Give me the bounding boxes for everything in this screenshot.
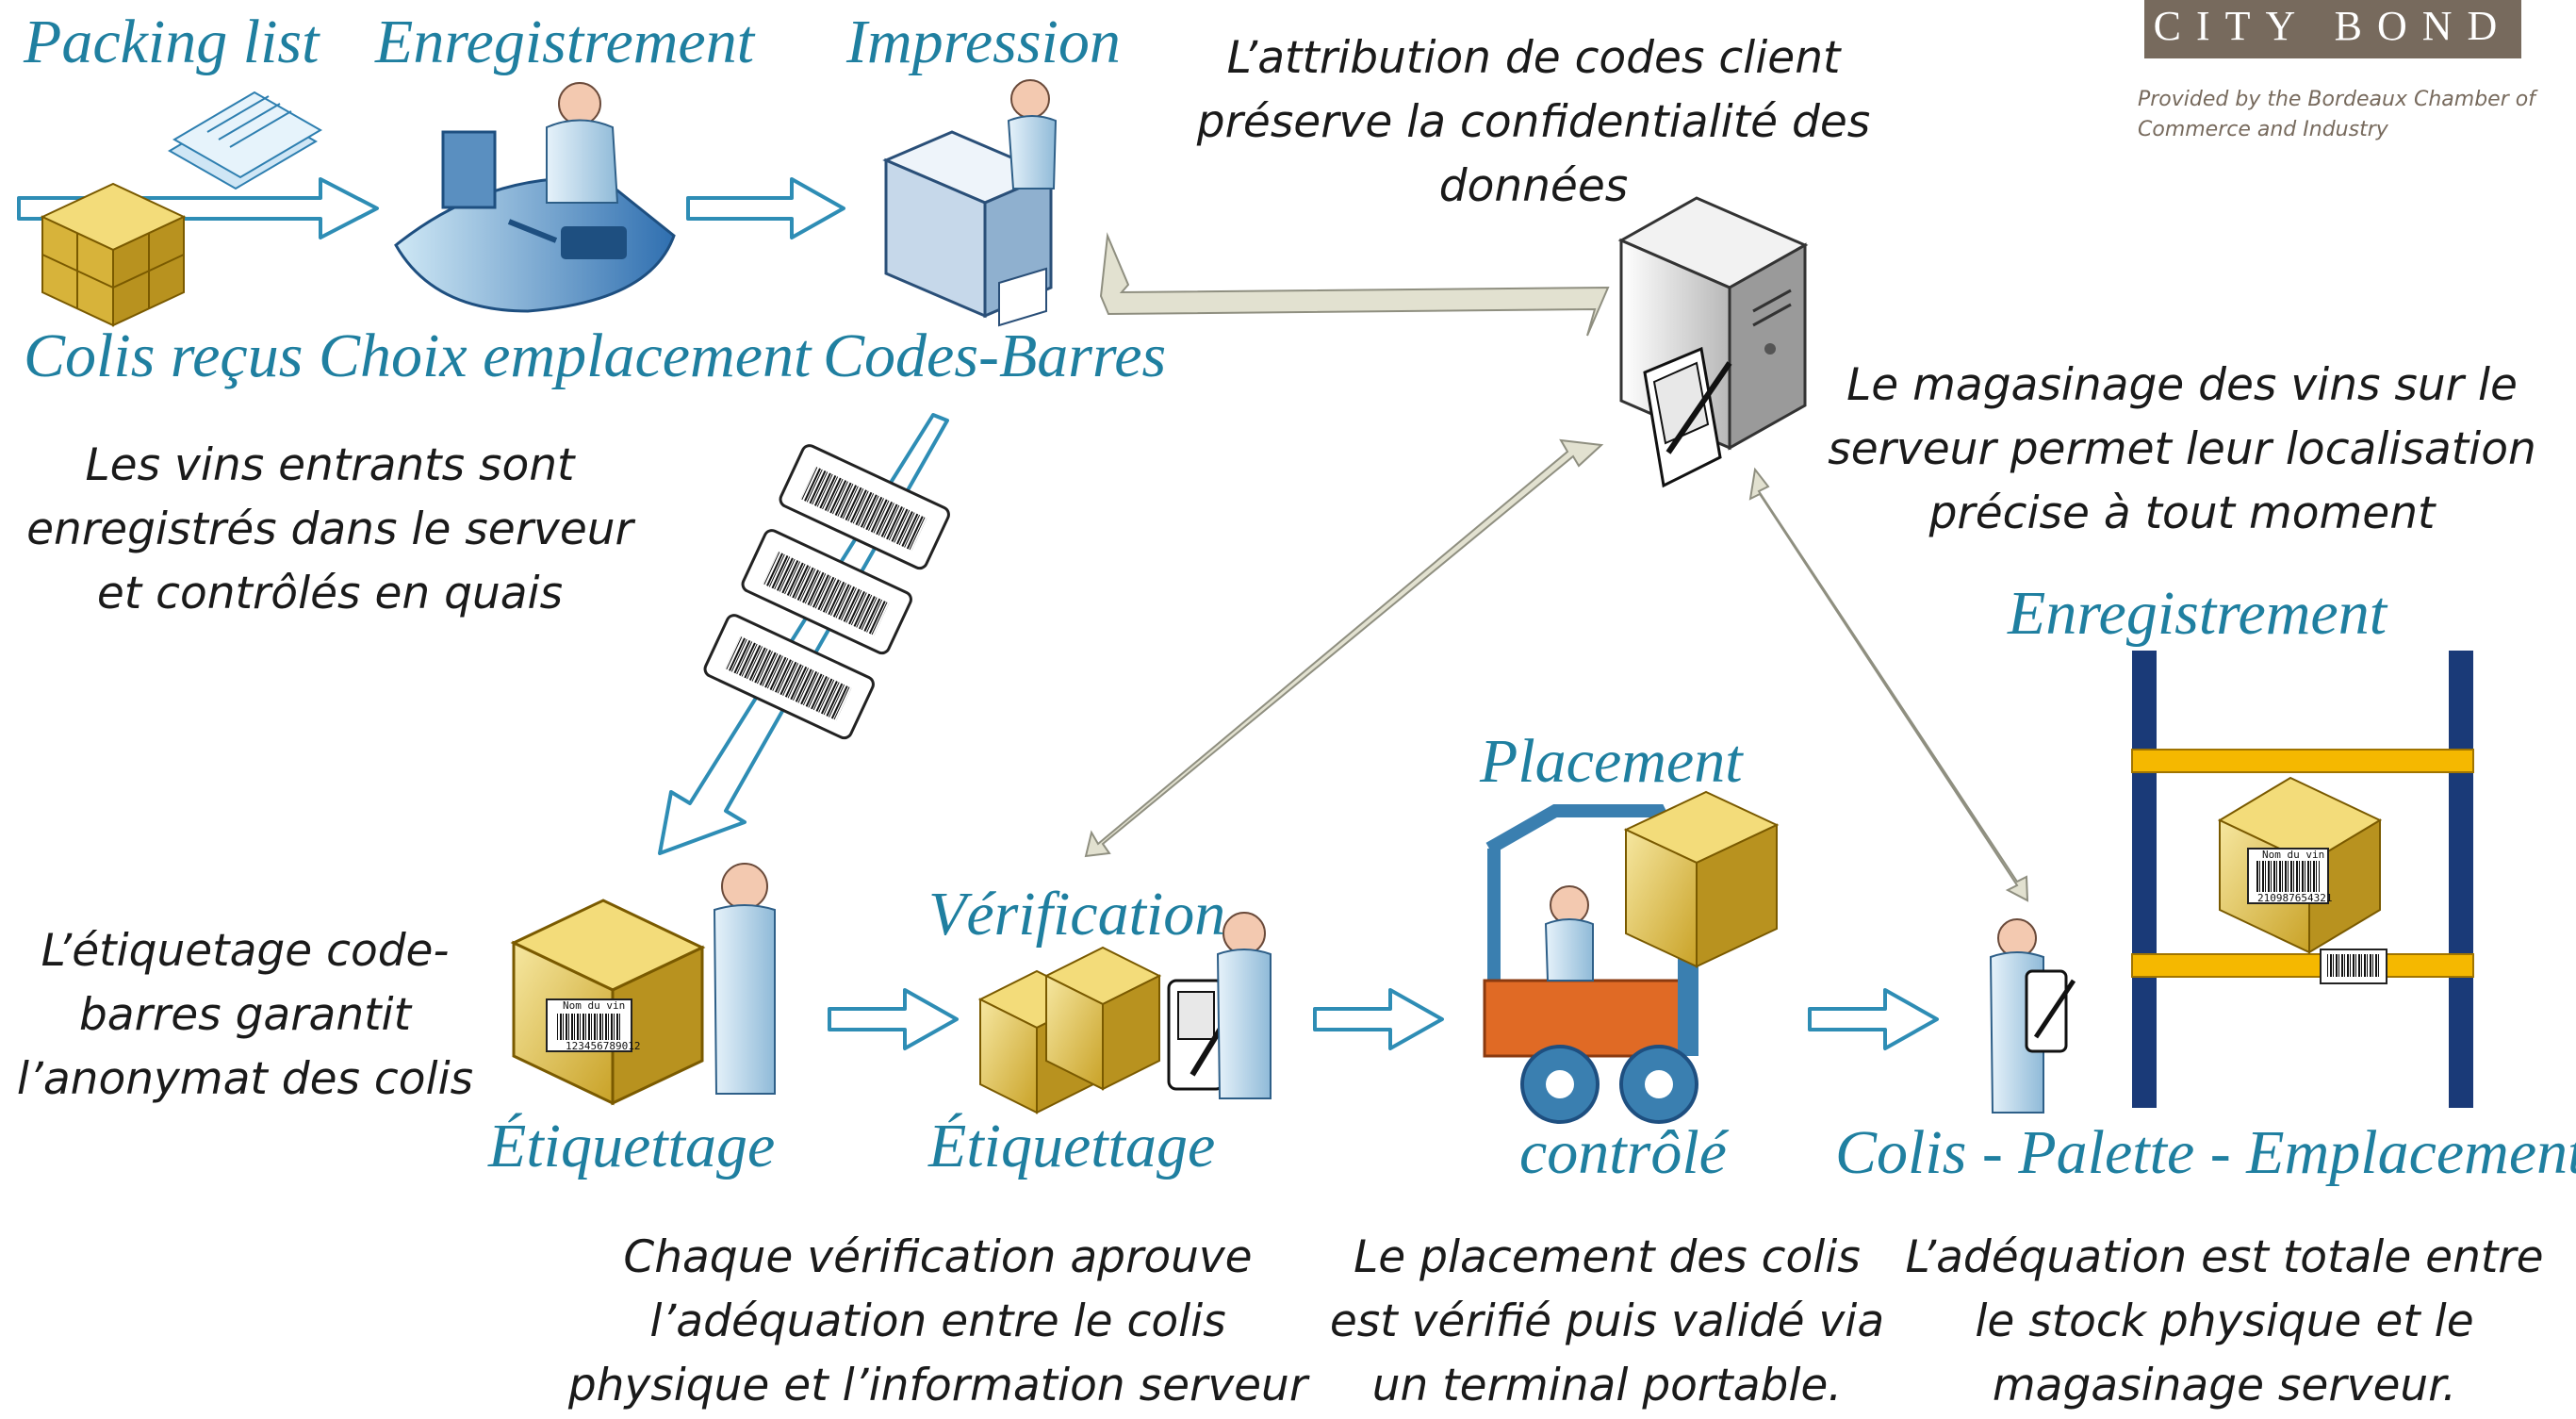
operator-person-1 [713,863,776,1095]
arrow-placement-to-rack [1808,988,1939,1050]
barcode-printer-illustration [882,79,1058,327]
note-etiquetage: L’étiquetage code-barres garantit l’anon… [16,925,474,1106]
rack-barcode-label-wine-name: Nom du vin [2262,849,2324,861]
forklift-illustration [1483,790,1780,1124]
stage-verification: Vérification [928,880,1226,949]
stage-choix-emplacement: Choix emplacement [319,322,812,390]
stage-impression: Impression [846,8,1121,76]
server-link-arrows [1084,232,2029,902]
note-adequation: L’adéquation est totale entre le stock p… [1905,1231,2544,1412]
link-server-enregistrement [1748,467,2029,902]
operator-desk-illustration [394,82,676,313]
city-bond-logo-subtitle: Provided by the Bordeaux Chamber of Comm… [2138,88,2535,141]
barcode-label-number: 123456789012 [566,1040,640,1052]
labelled-box-illustration [510,899,706,1106]
note-vins-entrants: Les vins entrants sont enregistrés dans … [26,439,633,620]
stage-etiquettage-1: Étiquettage [488,1112,776,1180]
barcode-labels-strip [703,444,950,740]
handheld-terminal-icon [1167,979,1247,1091]
barcode-label-wine-name: Nom du vin [563,999,625,1012]
stage-etiquettage-2: Étiquettage [928,1112,1216,1180]
storage-rack-illustration [2131,651,2474,1108]
city-bond-logo-name: CITY BOND [2153,3,2513,49]
stage-enregistrement-right: Enregistrement [2008,579,2387,648]
verification-boxes-illustration [977,946,1162,1114]
note-magasinage: Le magasinage des vins sur le serveur pe… [1828,359,2536,540]
stage-enregistrement-top: Enregistrement [375,8,755,76]
stage-placement: Placement [1480,727,1743,796]
rack-barcode-label-number-reversed: 210987654321 [2257,892,2332,904]
link-server-verification [1084,438,1604,858]
stage-colis-recus: Colis reçus [24,322,304,390]
city-bond-logo-box [2144,0,2521,58]
stage-codes-barres: Codes-Barres [823,322,1167,390]
link-server-impression [1099,232,1610,337]
packing-list-papers-icon [168,91,322,190]
stage-controle: contrôlé [1519,1118,1727,1187]
arrow-enregistrement-to-impression [686,177,845,239]
note-confidentialite: L’attribution de codes client préserve l… [1196,32,1871,213]
arrow-verification-to-placement [1313,988,1444,1050]
server-illustration [1617,196,1809,488]
colis-recus-illustration [40,182,187,327]
arrow-etiquettage-to-verification [828,988,959,1050]
operator-person-3 [1989,918,2076,1114]
operator-person-2 [1216,912,1272,1099]
note-placement: Le placement des colis est vérifié puis … [1329,1231,1885,1412]
stage-packing-list: Packing list [24,8,320,76]
note-verification: Chaque vérification aprouve l’adéquation… [567,1231,1308,1412]
stage-colis-palette-emplacement: Colis - Palette - Emplacement [1835,1118,2576,1187]
barcode-label-texts: Nom du vin 123456789012 Nom du vin 21098… [563,849,2332,1052]
